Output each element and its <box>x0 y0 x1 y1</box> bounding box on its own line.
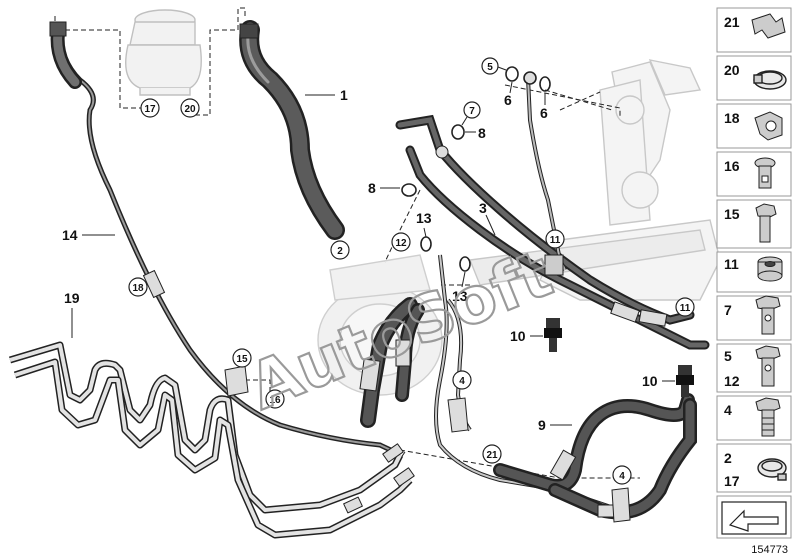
callout-3: 3 <box>479 200 496 236</box>
grommet-icon <box>757 256 783 282</box>
svg-text:8: 8 <box>478 125 486 141</box>
legend-num-18: 18 <box>724 110 740 126</box>
callout-1: 1 <box>305 87 348 103</box>
svg-text:6: 6 <box>504 92 512 108</box>
svg-text:14: 14 <box>62 227 78 243</box>
ref-20: 20 <box>180 98 200 118</box>
svg-text:10: 10 <box>642 373 658 389</box>
legend-num-20: 20 <box>724 62 740 78</box>
ref-15: 15 <box>232 348 252 368</box>
svg-text:3: 3 <box>479 200 487 216</box>
svg-text:15: 15 <box>236 354 248 365</box>
svg-text:7: 7 <box>469 106 475 117</box>
ref-4a: 4 <box>452 370 472 390</box>
bracket-15 <box>224 365 249 397</box>
callout-9: 9 <box>538 417 572 433</box>
rubber-mount-10a <box>544 318 562 352</box>
callout-13a: 13 <box>416 210 432 238</box>
svg-text:17: 17 <box>144 104 156 115</box>
callout-14: 14 <box>62 227 115 243</box>
ref-2: 2 <box>330 240 350 260</box>
svg-text:10: 10 <box>510 328 526 344</box>
svg-text:9: 9 <box>538 417 546 433</box>
legend-num-21: 21 <box>724 14 740 30</box>
svg-text:11: 11 <box>550 235 561 246</box>
callout-6a: 6 <box>504 81 513 108</box>
callout-10b: 10 <box>642 373 675 389</box>
ref-16: 16 <box>265 389 285 409</box>
hose-clamp-icon-2 <box>757 458 787 481</box>
ref-12: 12 <box>391 232 411 252</box>
callout-8b: 8 <box>368 180 400 196</box>
svg-text:13: 13 <box>416 210 432 226</box>
bracket-4b <box>611 487 631 523</box>
rubber-mount-10b <box>676 365 694 397</box>
ref-11b: 11 <box>675 297 695 317</box>
ref-4b: 4 <box>612 465 632 485</box>
svg-text:16: 16 <box>269 395 281 406</box>
hose-clip-icon <box>751 13 786 39</box>
svg-text:2: 2 <box>337 246 343 257</box>
legend-num-5: 5 <box>724 348 732 364</box>
parts-legend: 21 20 18 16 15 11 <box>716 7 792 539</box>
hose-14 <box>49 21 398 455</box>
legend-num-4: 4 <box>724 402 732 418</box>
callout-13b: 13 <box>452 271 468 304</box>
hose-clamp-icon <box>753 70 787 90</box>
bracket-clip-icon <box>754 111 783 141</box>
callout-6b: 6 <box>540 93 548 121</box>
legend-num-11: 11 <box>724 256 739 272</box>
arrow-icon <box>721 501 787 535</box>
svg-text:1: 1 <box>340 87 348 103</box>
hose-9 <box>493 393 697 520</box>
svg-text:4: 4 <box>459 376 465 387</box>
svg-text:13: 13 <box>452 288 468 304</box>
legend-num-2: 2 <box>724 450 732 466</box>
svg-text:12: 12 <box>395 238 407 249</box>
legend-num-12: 12 <box>724 373 740 389</box>
svg-text:21: 21 <box>486 450 498 461</box>
svg-text:20: 20 <box>184 104 196 115</box>
cooler-19 <box>8 341 415 539</box>
svg-text:4: 4 <box>619 471 625 482</box>
banjo-bolt-icon <box>755 295 781 335</box>
hex-bolt-icon-2 <box>755 397 781 437</box>
ref-21: 21 <box>482 444 502 464</box>
hollow-bolt-icon <box>754 157 776 189</box>
ref-17: 17 <box>140 98 160 118</box>
hex-bolt-icon <box>755 203 777 243</box>
hose-1 <box>239 20 345 240</box>
svg-text:8: 8 <box>368 180 376 196</box>
callout-5: 5 <box>481 57 507 75</box>
ref-11a: 11 <box>545 229 565 249</box>
callout-7: 7 <box>461 101 481 126</box>
hose-3 <box>395 114 710 350</box>
legend-num-7: 7 <box>724 302 732 318</box>
ref-18: 18 <box>128 277 148 297</box>
legend-num-15: 15 <box>724 206 740 222</box>
legend-num-17: 17 <box>724 473 740 489</box>
callout-19: 19 <box>64 290 80 338</box>
diagram-id: 154773 <box>751 544 788 556</box>
pump-pressure-hoses <box>359 297 425 428</box>
legend-num-16: 16 <box>724 158 740 174</box>
svg-text:18: 18 <box>132 283 144 294</box>
callout-10a: 10 <box>510 328 543 344</box>
svg-text:6: 6 <box>540 105 548 121</box>
reservoir <box>125 9 202 96</box>
banjo-bolt-icon-2 <box>755 345 781 387</box>
hydraulic-line-5 <box>526 77 567 276</box>
callout-8a: 8 <box>465 125 486 141</box>
bracket-4a <box>447 397 469 433</box>
svg-text:19: 19 <box>64 290 80 306</box>
svg-text:5: 5 <box>487 62 493 73</box>
svg-text:11: 11 <box>680 303 691 314</box>
steering-rack <box>469 59 721 301</box>
